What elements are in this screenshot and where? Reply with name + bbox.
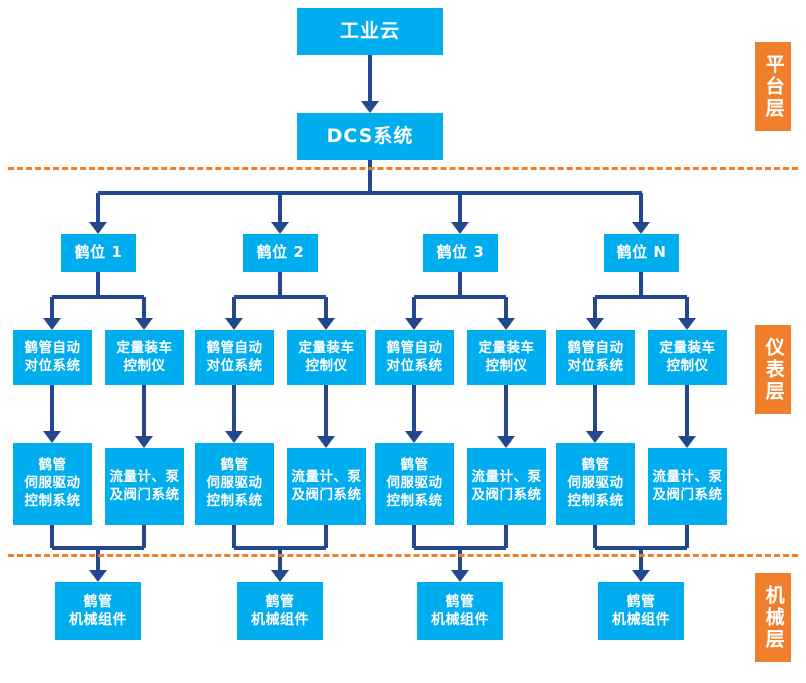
node-servo-control-2[interactable]: 鹤管 伺服驱动 控制系统 xyxy=(195,443,274,525)
node-mechanical-assembly-3[interactable]: 鹤管 机械组件 xyxy=(417,582,503,640)
node-station-1[interactable]: 鹤位 1 xyxy=(61,234,136,272)
node-station-n[interactable]: 鹤位 N xyxy=(604,234,679,272)
node-servo-control-n[interactable]: 鹤管 伺服驱动 控制系统 xyxy=(556,443,635,525)
node-flow-valve-2[interactable]: 流量计、泵 及阀门系统 xyxy=(287,448,366,525)
node-positioning-system-n[interactable]: 鹤管自动 对位系统 xyxy=(556,330,635,385)
node-positioning-system-2[interactable]: 鹤管自动 对位系统 xyxy=(195,330,274,385)
node-flow-valve-1[interactable]: 流量计、泵 及阀门系统 xyxy=(105,448,184,525)
node-loading-controller-1[interactable]: 定量装车 控制仪 xyxy=(105,330,184,385)
node-flow-valve-3[interactable]: 流量计、泵 及阀门系统 xyxy=(467,448,546,525)
layer-divider-mechanical xyxy=(8,554,798,557)
node-servo-control-3[interactable]: 鹤管 伺服驱动 控制系统 xyxy=(375,443,454,525)
layer-tag-mechanical: 机械层 xyxy=(755,573,791,662)
node-servo-control-1[interactable]: 鹤管 伺服驱动 控制系统 xyxy=(13,443,92,525)
layer-tag-platform: 平台层 xyxy=(755,42,791,131)
node-industrial-cloud[interactable]: 工业云 xyxy=(297,8,443,55)
node-positioning-system-3[interactable]: 鹤管自动 对位系统 xyxy=(375,330,454,385)
node-flow-valve-n[interactable]: 流量计、泵 及阀门系统 xyxy=(648,448,727,525)
node-station-2[interactable]: 鹤位 2 xyxy=(243,234,318,272)
node-mechanical-assembly-1[interactable]: 鹤管 机械组件 xyxy=(55,582,141,640)
node-positioning-system-1[interactable]: 鹤管自动 对位系统 xyxy=(13,330,92,385)
layer-divider-platform xyxy=(8,167,798,170)
node-loading-controller-2[interactable]: 定量装车 控制仪 xyxy=(287,330,366,385)
node-loading-controller-3[interactable]: 定量装车 控制仪 xyxy=(467,330,546,385)
node-mechanical-assembly-2[interactable]: 鹤管 机械组件 xyxy=(237,582,323,640)
node-loading-controller-n[interactable]: 定量装车 控制仪 xyxy=(648,330,727,385)
node-mechanical-assembly-n[interactable]: 鹤管 机械组件 xyxy=(598,582,684,640)
node-dcs-system[interactable]: DCS系统 xyxy=(297,113,443,160)
node-station-3[interactable]: 鹤位 3 xyxy=(423,234,498,272)
layer-tag-instrument: 仪表层 xyxy=(755,325,791,414)
